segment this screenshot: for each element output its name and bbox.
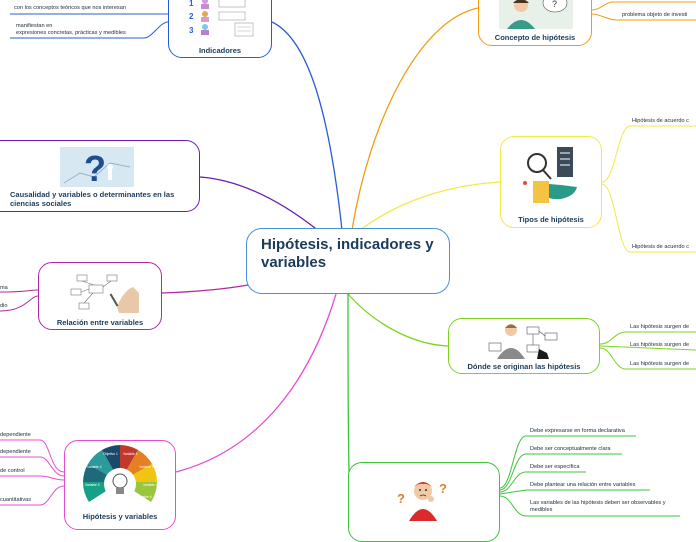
topic-relacion-label: Relación entre variables <box>56 318 144 327</box>
topic-tipos[interactable]: Tipos de hipótesis <box>500 136 602 228</box>
svg-text:3: 3 <box>189 26 194 35</box>
leaf-don-1[interactable]: Las hipótesis surgen de <box>630 324 690 330</box>
topic-concepto-label: Concepto de hipótesis <box>494 33 576 42</box>
link-causalidad <box>199 176 321 233</box>
leaf-car-5[interactable]: Las variables de las hipótesis deben ser… <box>530 500 666 506</box>
people-with-numbers-icon: 1 2 3 <box>189 0 254 37</box>
lightbulb-wheel-icon: Objetivo 1 Variable 1 Variable 2 Variabl… <box>83 445 158 502</box>
wheel-seg-6: Variable 5 <box>85 483 100 487</box>
leaf-rel-2[interactable]: dio <box>0 303 8 309</box>
topic-caracteristicas[interactable]: ? ? <box>348 462 500 542</box>
question-mark-figure-icon: ? <box>60 147 134 187</box>
magnifier-documents-icon <box>513 143 589 209</box>
leaf-tip-1[interactable]: Hipótesis de acuerdo c <box>632 118 689 124</box>
leaf-car-6[interactable]: medibles <box>530 507 553 513</box>
leaf-hv-3[interactable]: de control <box>0 468 25 474</box>
topic-concepto[interactable]: ? Concepto de hipótesis <box>478 0 592 46</box>
leaf-hv-4[interactable]: cuantitativas <box>0 497 32 503</box>
topic-indicadores[interactable]: 1 2 3 Indicadores <box>168 0 272 58</box>
thinking-person-icon: ? <box>499 0 573 29</box>
topic-hipvar-label: Hipótesis y variables <box>82 512 158 521</box>
topic-donde[interactable]: Dónde se originan las hipótesis <box>448 318 600 374</box>
topic-relacion[interactable]: Relación entre variables <box>38 262 162 330</box>
svg-text:1: 1 <box>189 0 194 8</box>
svg-text:?: ? <box>552 0 557 9</box>
central-topic-title: Hipótesis, indicadores y variables <box>261 236 434 271</box>
leaf-don-2[interactable]: Las hipótesis surgen de <box>630 342 690 348</box>
wheel-seg-1: Objetivo 1 <box>103 452 118 456</box>
link-donde <box>347 293 449 347</box>
wheel-seg-2: Variable 1 <box>123 452 138 456</box>
leaf-hv-2[interactable]: dependiente <box>0 449 31 455</box>
wheel-seg-5: Variable 4 <box>87 465 102 469</box>
topic-tipos-label: Tipos de hipótesis <box>518 215 584 224</box>
link-concepto <box>351 7 479 231</box>
leaf-ind-2[interactable]: manifiestan en <box>16 23 53 29</box>
link-hipvar <box>175 293 337 473</box>
topic-causalidad-label: Causalidad y variables o determinantes e… <box>10 190 175 208</box>
svg-text:?: ? <box>439 481 447 496</box>
svg-text:?: ? <box>84 148 106 187</box>
topic-causalidad[interactable]: ? Causalidad y variables o determinantes… <box>0 140 200 212</box>
confused-man-icon: ? ? <box>397 481 447 521</box>
woman-drawing-chart-icon <box>488 324 558 359</box>
link-indicadores <box>271 21 343 231</box>
connector-lines <box>0 1 696 520</box>
topic-hipvar[interactable]: Objetivo 1 Variable 1 Variable 2 Variabl… <box>64 440 176 530</box>
leaf-car-4[interactable]: Debe plantear una relación entre variabl… <box>530 482 636 488</box>
leaf-rel-1[interactable]: ma <box>0 285 8 291</box>
svg-text:?: ? <box>397 491 405 506</box>
wheel-seg-7: Variable 6 <box>137 495 152 499</box>
topic-donde-label: Dónde se originan las hipótesis <box>467 362 581 371</box>
leaf-ind-1[interactable]: con los conceptos teóricos que nos inter… <box>14 5 126 11</box>
central-topic[interactable]: Hipótesis, indicadores y variables <box>246 228 450 294</box>
leaf-ind-3[interactable]: expresiones concretas, prácticas y medib… <box>16 30 126 36</box>
svg-text:2: 2 <box>189 12 194 21</box>
hand-drawing-diagram-icon <box>70 274 139 313</box>
leaf-tip-2[interactable]: Hipótesis de acuerdo c <box>632 244 689 250</box>
leaf-car-3[interactable]: Debe ser específica <box>530 464 580 470</box>
wheel-seg-3: Variable 2 <box>139 465 154 469</box>
link-relacion <box>161 284 249 294</box>
leaf-con-1[interactable]: problema objeto de investi <box>622 12 688 18</box>
leaf-don-3[interactable]: Las hipótesis surgen de <box>630 361 690 367</box>
link-tipos <box>359 181 501 231</box>
leaf-car-1[interactable]: Debe expresarse en forma declarativa <box>530 428 625 434</box>
wheel-seg-4: Variable 3 <box>143 483 158 487</box>
leaf-hv-1[interactable]: dependiente <box>0 432 31 438</box>
leaf-car-2[interactable]: Debe ser conceptualmente clara <box>530 446 611 452</box>
topic-indicadores-label: Indicadores <box>198 46 242 55</box>
